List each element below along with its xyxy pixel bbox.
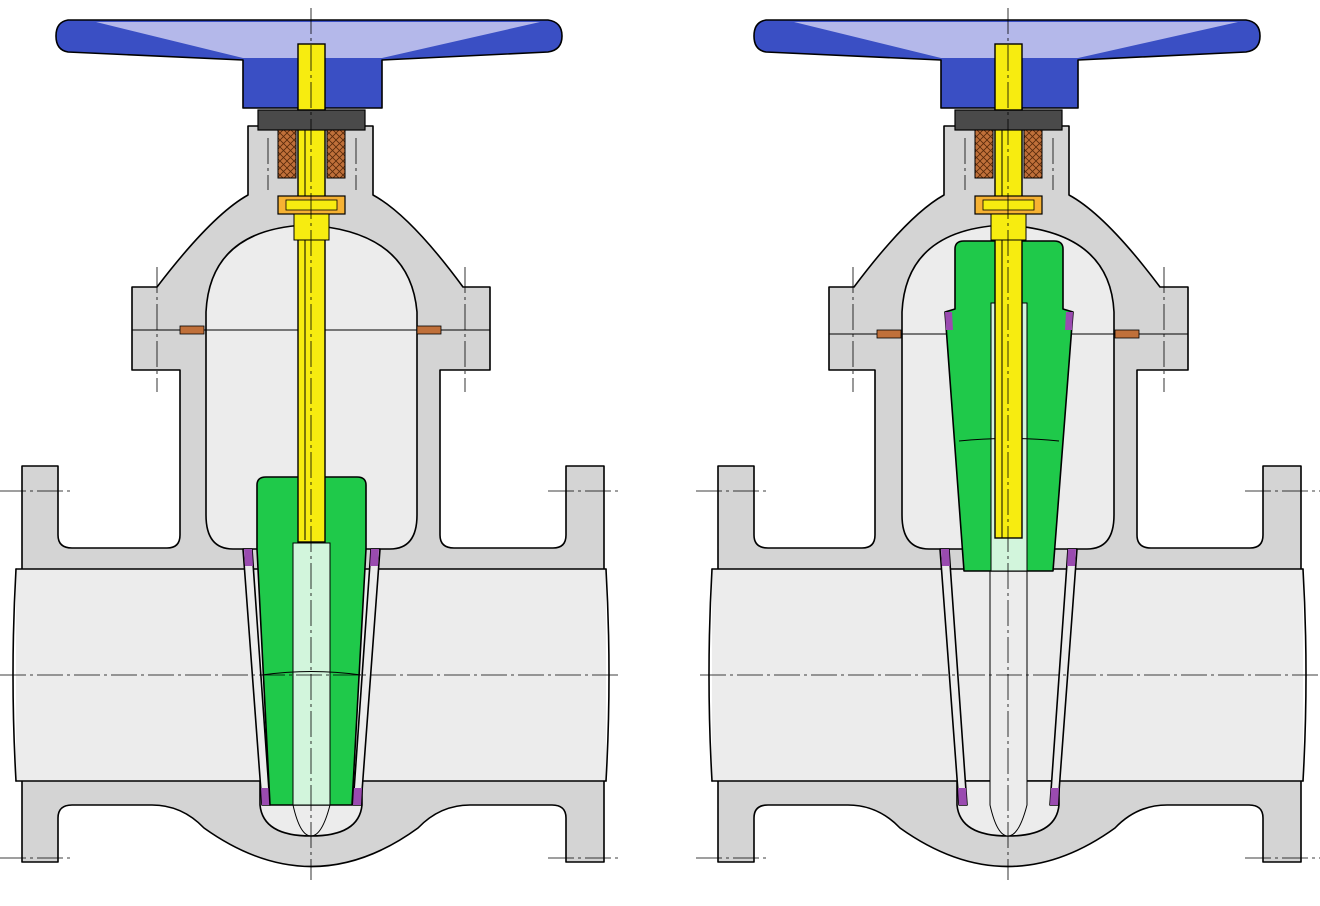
packing-left	[974, 129, 994, 179]
bonnet-gasket	[179, 325, 205, 335]
seat-face	[941, 549, 950, 566]
packing-right	[1023, 129, 1043, 179]
gate-open-view	[708, 19, 1307, 868]
packing-left	[277, 129, 297, 179]
seat-face	[261, 788, 270, 805]
seat-face	[945, 312, 953, 330]
bonnet-gasket	[416, 325, 442, 335]
bonnet-gasket	[1114, 329, 1140, 339]
seat-face	[1065, 312, 1073, 330]
packing-right	[326, 129, 346, 179]
center-lines	[0, 8, 1320, 880]
gland-flange	[954, 109, 1063, 131]
gate-stem-slot	[292, 542, 331, 806]
seat-face	[370, 549, 379, 566]
bonnet-gasket	[876, 329, 902, 339]
seat-face	[1067, 549, 1076, 566]
gland-flange	[257, 109, 366, 131]
seat-face	[1050, 788, 1059, 805]
seat-face	[244, 549, 253, 566]
seat-face	[353, 788, 362, 805]
gate-closed-view	[12, 19, 610, 868]
handwheel-face	[794, 22, 1238, 58]
seat-face	[958, 788, 967, 805]
handwheel-face	[96, 22, 540, 58]
